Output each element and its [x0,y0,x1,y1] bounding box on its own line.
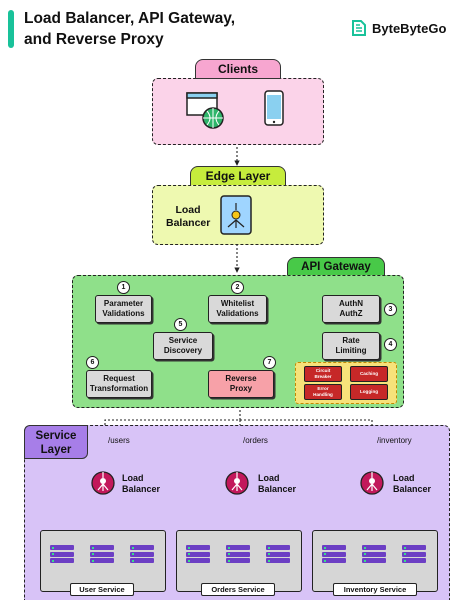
logging-label: Logging [359,389,379,394]
edge-layer-tab: Edge Layer [190,166,286,186]
authn-authz-label: AuthN AuthZ [339,299,363,318]
caching-chip: Caching [350,366,388,382]
server-icon [226,545,250,565]
route-inventory: /inventory [377,436,412,445]
route-users: /users [108,436,130,445]
inventory-load-balancer-icon [360,471,384,495]
parameter-validations-node: Parameter Validations [95,295,152,323]
title-accent-bar [8,10,14,48]
api-gateway-tab: API Gateway [287,257,385,277]
clients-container [152,78,324,145]
users-load-balancer-icon [91,471,115,495]
browser-globe-icon [186,92,224,129]
step-number-5: 5 [174,318,187,331]
reverse-proxy-node: Reverse Proxy [208,370,274,398]
server-icon [266,545,290,565]
service-discovery-label: Service Discovery [163,336,203,355]
brand-name: ByteByteGo [372,20,447,36]
reverse-proxy-label: Reverse Proxy [225,374,257,393]
orders-load-balancer-label: Load Balancer [258,473,297,494]
circuit-breaker-label: Circuit Breaker [314,368,332,379]
whitelist-validations-node: Whitelist Validations [208,295,267,323]
server-icon [130,545,154,565]
step-number-1: 1 [117,281,130,294]
route-orders: /orders [243,436,268,445]
logging-chip: Logging [350,384,388,400]
brand: ByteByteGo [350,19,446,37]
load-balancer-icon [220,195,252,235]
server-icon [322,545,346,565]
step-number-2: 2 [231,281,244,294]
request-transformation-label: Request Transformation [89,374,149,393]
error-handling-chip: Error Handling [304,384,342,400]
user-service-label: User Service [70,583,134,596]
whitelist-validations-label: Whitelist Validations [216,299,259,318]
service-discovery-node: Service Discovery [153,332,213,360]
inventory-service-label: Inventory Service [333,583,417,596]
server-icon [402,545,426,565]
page-title: Load Balancer, API Gateway, and Reverse … [24,10,236,48]
clients-tab: Clients [195,59,281,79]
parameter-validations-label: Parameter Validations [102,299,145,318]
rate-limiting-label: Rate Limiting [335,336,367,355]
bytebytego-logo-icon [352,20,366,36]
server-icon [362,545,386,565]
service-layer-tab: Service Layer [24,425,88,459]
step-number-7: 7 [263,356,276,369]
step-number-6: 6 [86,356,99,369]
server-icon [90,545,114,565]
edge-load-balancer-label: Load Balancer [166,204,211,229]
step-number-4: 4 [384,338,397,351]
circuit-breaker-chip: Circuit Breaker [304,366,342,382]
caching-label: Caching [359,371,379,376]
server-icon [186,545,210,565]
smartphone-icon [264,90,284,126]
users-load-balancer-label: Load Balancer [122,473,161,494]
authn-authz-node: AuthN AuthZ [322,295,380,323]
rate-limiting-node: Rate Limiting [322,332,380,360]
step-number-3: 3 [384,303,397,316]
server-icon [50,545,74,565]
request-transformation-node: Request Transformation [86,370,152,398]
inventory-load-balancer-label: Load Balancer [393,473,432,494]
orders-service-label: Orders Service [201,583,275,596]
proxy-to-users-arrow [102,398,241,466]
orders-load-balancer-icon [225,471,249,495]
error-handling-label: Error Handling [313,386,333,397]
